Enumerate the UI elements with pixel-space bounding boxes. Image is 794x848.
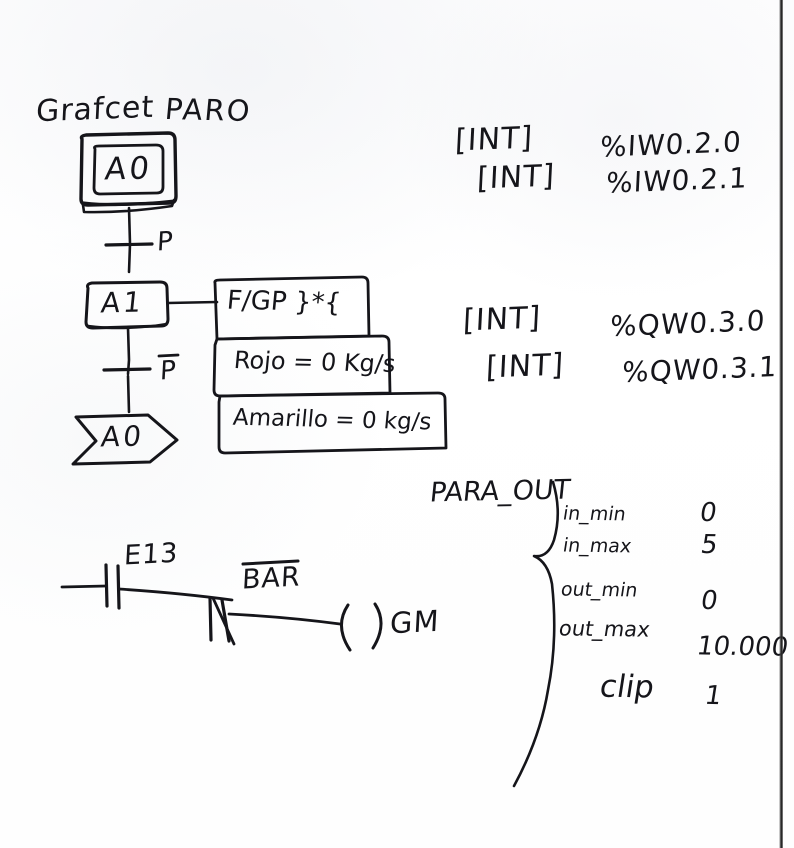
initial-step-shape — [79, 131, 178, 214]
ladder-contact-no-label: E13 — [123, 537, 180, 572]
output-address-0: %QW0.3.0 — [609, 303, 767, 344]
page-title-name: PARO — [163, 91, 254, 129]
output-type-1: [INT] — [485, 347, 565, 386]
para-out-row-name-4: clip — [597, 668, 657, 706]
link-transition2-to-jump — [126, 374, 131, 414]
ladder-coil-label: GM — [389, 603, 441, 641]
action-text-3: Amarillo = 0 kg/s — [231, 404, 433, 436]
jump-target-label: A0 — [99, 419, 146, 454]
link-step1-to-transition2 — [126, 326, 131, 376]
para-out-row-name-3: out_max — [557, 616, 652, 642]
para-out-row-name-0: in_min — [561, 502, 628, 526]
output-address-1: %QW0.3.1 — [621, 349, 779, 390]
ladder-rung-shapes — [60, 559, 383, 652]
para-out-title: PARA_OUT — [428, 474, 572, 509]
step-a1-label: A1 — [99, 285, 146, 320]
para-out-row-name-1: in_max — [561, 534, 633, 558]
transition-1-bar — [104, 242, 154, 247]
para-out-row-name-2: out_min — [559, 578, 640, 602]
input-type-0: [INT] — [454, 120, 534, 159]
action-box-3-shape — [217, 391, 448, 455]
transition-2-condition: P — [159, 355, 177, 387]
ladder-contact-nc-label: BAR — [241, 561, 302, 596]
para-out-row-value-3: 10.000 — [694, 631, 791, 663]
transition-2-bar — [102, 367, 152, 372]
output-type-0: [INT] — [462, 300, 542, 339]
initial-step-label: A0 — [103, 150, 154, 188]
para-out-brace — [512, 480, 560, 788]
input-address-0: %IW0.2.0 — [599, 125, 743, 164]
transition-1-condition: P — [156, 226, 174, 258]
input-type-1: [INT] — [476, 158, 556, 197]
link-step1-to-actions — [166, 300, 219, 305]
transition-2-overbar — [157, 353, 180, 358]
step-a1-shape — [84, 280, 170, 330]
link-step0-to-transition1 — [127, 206, 132, 274]
action-text-2: Rojo = 0 Kg/s — [232, 346, 397, 378]
action-text-1: F/GP }*{ — [225, 285, 343, 319]
input-address-1: %IW0.2.1 — [605, 161, 749, 200]
page-title: Grafcet — [35, 89, 156, 130]
action-box-1-shape — [213, 275, 371, 341]
jump-to-a0-shape — [71, 413, 179, 466]
